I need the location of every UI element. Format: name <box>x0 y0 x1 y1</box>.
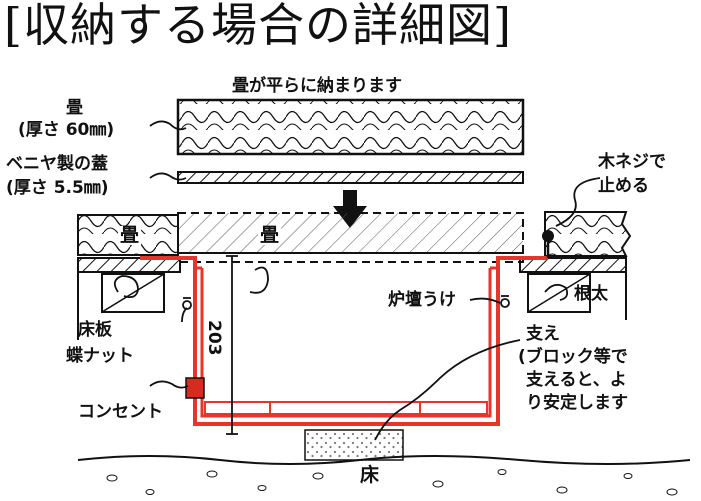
outlet-label: コンセント <box>78 402 163 422</box>
ground-line <box>77 455 691 496</box>
tatami-left-label: 畳 <box>118 224 142 246</box>
tatami-thickness-label: (厚さ 60㎜) <box>18 120 115 140</box>
ro-dan-uke-label: 炉壇うけ <box>386 290 458 310</box>
support-label-3: 支えると、よ <box>524 370 629 390</box>
joist-right <box>527 273 591 313</box>
support-block <box>304 429 404 461</box>
floor-board-right <box>519 257 627 273</box>
tatami-right <box>544 211 632 257</box>
down-arrow-icon <box>333 190 367 228</box>
storage-bottom-board <box>204 401 488 415</box>
tatami-center-label: 畳 <box>258 224 282 246</box>
leader-lines <box>113 120 601 441</box>
plywood-lid-top <box>177 171 524 184</box>
support-label-1: 支え <box>524 324 562 344</box>
storage-box-frame <box>140 256 548 426</box>
page-title: [収納する場合の詳細図] <box>4 0 512 52</box>
outlet-box <box>185 377 205 399</box>
support-label-4: り安定します <box>524 393 630 413</box>
fits-flat-caption: 畳が平らに納まります <box>232 76 402 96</box>
dimension-line <box>226 255 238 435</box>
support-label-2: (ブロック等で <box>516 347 630 367</box>
nebuto-label: 根太 <box>574 284 608 304</box>
plywood-lid-label: ベニヤ製の蓋 <box>6 154 108 174</box>
tatami-label: 畳 <box>66 98 83 118</box>
joist-left <box>101 273 165 313</box>
dimension-label: 203 <box>204 318 224 358</box>
floor-board-left <box>77 257 181 273</box>
yukaita-label: 床板 <box>78 320 112 340</box>
ro-dan-uke-hardware-icon <box>500 295 510 308</box>
floor-edge-lines <box>77 272 627 340</box>
wood-screw-label-1: 木ネジで <box>598 152 666 172</box>
tatami-installed-outline <box>177 212 524 263</box>
plywood-thickness-label: (厚さ 5.5㎜) <box>6 178 109 198</box>
tatami-top <box>176 98 525 156</box>
butterfly-nut-icon <box>182 297 192 310</box>
wood-screw-label-2: 止める <box>598 176 649 196</box>
butterfly-nut-label: 蝶ナット <box>66 346 134 366</box>
wood-screw-icon <box>542 230 554 258</box>
floor-label: 床 <box>358 464 382 486</box>
